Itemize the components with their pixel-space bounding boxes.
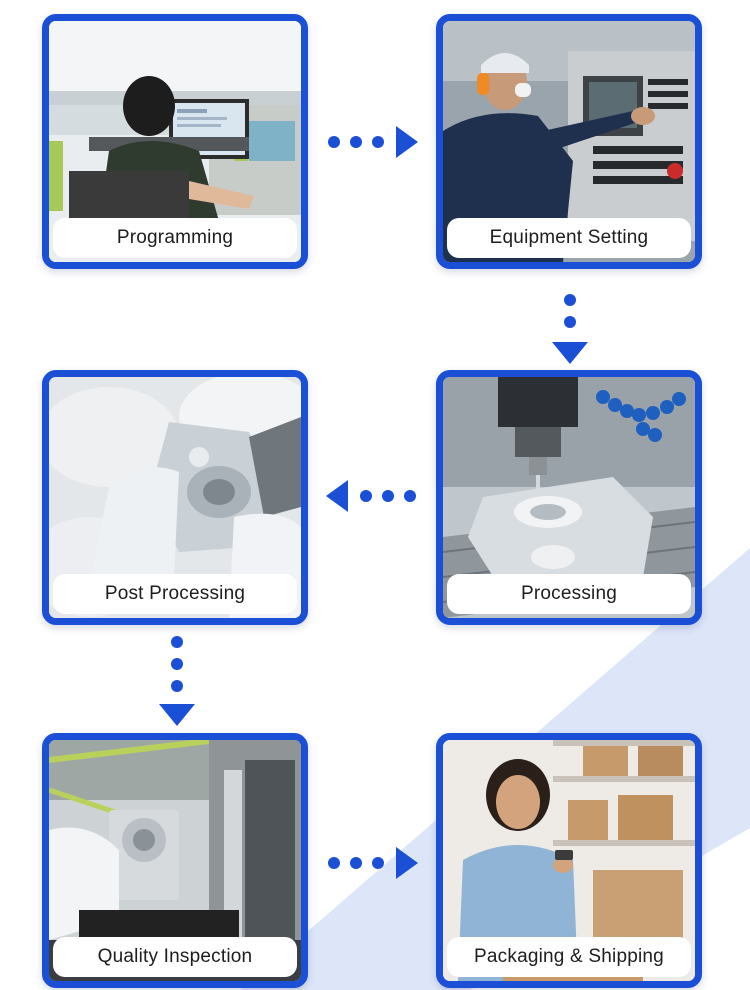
step-label: Quality Inspection	[53, 937, 297, 977]
step-label: Processing	[447, 574, 691, 614]
step-card-equipment-setting: Equipment Setting	[436, 14, 702, 269]
step-card-quality-inspection: Quality Inspection	[42, 733, 308, 988]
step-label: Equipment Setting	[447, 218, 691, 258]
step-card-post-processing: Post Processing	[42, 370, 308, 625]
step-label: Programming	[53, 218, 297, 258]
arrow-right-icon	[328, 126, 418, 158]
part-measurement-inspection-photo	[49, 740, 301, 981]
arrow-down-icon	[552, 294, 588, 364]
arrow-down-icon	[159, 636, 195, 726]
step-card-processing: Processing	[436, 370, 702, 625]
step-card-packaging-shipping: Packaging & Shipping	[436, 733, 702, 988]
arrow-left-icon	[326, 480, 416, 512]
step-label: Packaging & Shipping	[447, 937, 691, 977]
step-card-programming: Programming	[42, 14, 308, 269]
step-label: Post Processing	[53, 574, 297, 614]
arrow-right-icon	[328, 847, 418, 879]
